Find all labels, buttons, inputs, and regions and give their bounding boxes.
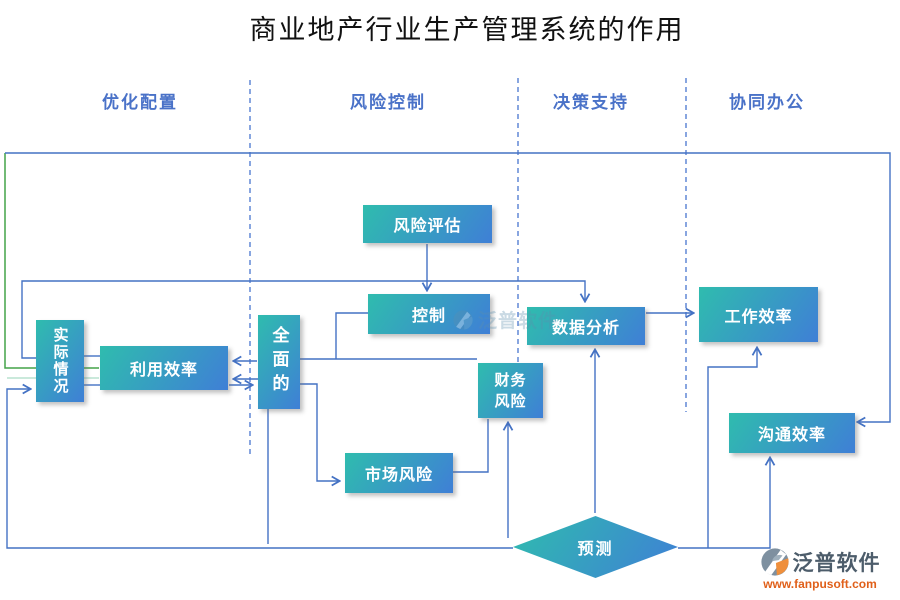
lane-header-decision-support: 决策支持 (553, 93, 629, 112)
edge-actual-situation-to-data-analysis (21, 280, 585, 359)
lane-header-risk-control: 风险控制 (350, 93, 426, 112)
node-financial-risk-label: 财务风险 (494, 371, 527, 410)
node-actual-situation: 实际情况 (36, 320, 84, 402)
node-market-risk: 市场风险 (345, 453, 453, 493)
node-utilization-efficiency: 利用效率 (100, 346, 228, 390)
edge-forecast-to-actual-situation (6, 389, 513, 549)
node-data-analysis: 数据分析 (527, 307, 645, 345)
edge-comprehensive-to-market-risk (300, 383, 339, 481)
node-risk-assessment: 风险评估 (363, 205, 492, 243)
edge-control-to-junction (335, 312, 368, 359)
node-communication-efficiency: 沟通效率 (729, 413, 855, 453)
edge-forecast-to-work-efficiency (707, 348, 757, 548)
node-comprehensive: 全面的 (258, 315, 300, 409)
brand-block: 泛普软件 www.fanpusoft.com (742, 547, 898, 591)
page-title: 商业地产行业生产管理系统的作用 (249, 15, 685, 45)
brand-name: 泛普软件 (792, 552, 881, 575)
edge-market-risk-to-financial-risk (453, 419, 489, 473)
brand-url-link[interactable]: www.fanpusoft.com (763, 577, 877, 591)
edge-top-loop-to-communication (5, 152, 891, 422)
node-control: 控制 (368, 294, 490, 334)
node-work-efficiency: 工作效率 (699, 287, 818, 342)
node-financial-risk: 财务风险 (478, 363, 543, 418)
lane-header-collaboration: 协同办公 (729, 93, 805, 112)
lane-header-optimization: 优化配置 (102, 93, 178, 112)
brand-row: 泛普软件 (760, 547, 881, 577)
fanpu-logo-icon (760, 548, 789, 576)
edge-forecast-to-communication (678, 458, 770, 549)
